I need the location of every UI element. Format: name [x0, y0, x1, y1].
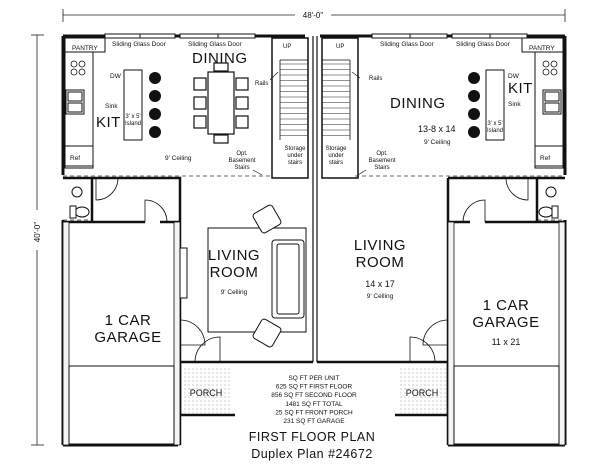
stat-line: 25 SQ FT FRONT PORCH [275, 409, 353, 416]
right-island-label: 3' x 5'Island [487, 121, 503, 134]
right-living-size: 14 x 17 [365, 279, 395, 289]
right-stove-icon [542, 60, 558, 76]
right-dining-size: 13-8 x 14 [418, 124, 456, 134]
left-pantry-label: PANTRY [72, 45, 98, 52]
stat-line: 856 SQ FT SECOND FLOOR [271, 392, 357, 399]
right-island-stools [468, 72, 480, 138]
stat-line: 1481 SQ FT TOTAL [285, 401, 343, 408]
right-garage-size: 11 x 21 [492, 337, 521, 347]
left-island-stools [149, 72, 161, 138]
left-living-ceiling: 9' Ceiling [221, 289, 248, 296]
stat-line: 625 SQ FT FIRST FLOOR [276, 384, 353, 391]
left-dw-label: DW [110, 73, 122, 80]
left-sink-label: Sink [105, 103, 118, 110]
garage-wall-strips [62, 221, 566, 446]
living-furniture [179, 204, 307, 348]
stat-line: SQ FT PER UNIT [288, 375, 339, 382]
left-dining-label: DINING [192, 50, 248, 67]
left-island-label: 3' x 5'Island [125, 114, 141, 127]
bath-fixtures [69, 186, 559, 219]
party-wall [312, 36, 318, 362]
dashed-lines [63, 175, 565, 221]
left-porch-floor [182, 368, 230, 413]
garage-doors [68, 365, 560, 446]
right-porch-label: PORCH [406, 388, 439, 398]
right-ref-label: Ref [540, 155, 550, 162]
left-rails-label: Rails [255, 81, 268, 87]
right-rails-label: Rails [369, 76, 382, 82]
right-kitchen-counters [485, 37, 564, 169]
stair-treads [280, 63, 350, 136]
width-dimension: 48'-0" [303, 11, 324, 20]
right-living-ceiling: 9' Ceiling [367, 293, 394, 300]
right-sink-label: Sink [508, 101, 521, 108]
left-dining-table [193, 62, 249, 144]
left-porch-label: PORCH [190, 388, 223, 398]
left-sliding-door-2-label: Sliding Glass Door [188, 41, 243, 48]
right-sliding-door-2-label: Sliding Glass Door [456, 41, 511, 48]
left-sliding-door-1-label: Sliding Glass Door [112, 41, 167, 48]
right-dw-label: DW [508, 73, 520, 80]
right-dining-label: DINING [390, 95, 446, 112]
left-ceiling-label: 9' Ceiling [165, 155, 192, 162]
right-sliding-door-1-label: Sliding Glass Door [380, 41, 435, 48]
right-kit-label: KIT [508, 80, 533, 97]
right-porch-floor [398, 368, 446, 413]
sliding-doors [104, 33, 528, 39]
right-up-label: UP [336, 44, 344, 50]
left-ref-label: Ref [70, 155, 80, 162]
right-dining-ceiling: 9' Ceiling [424, 139, 451, 146]
depth-dimension: 40'-0" [33, 222, 42, 243]
left-kit-label: KIT [96, 114, 121, 131]
door-swings [95, 177, 529, 363]
left-up-label: UP [283, 44, 291, 50]
left-stove-icon [70, 60, 86, 76]
stat-line: 231 SQ FT GARAGE [283, 418, 345, 425]
plan-title: FIRST FLOOR PLAN [249, 430, 376, 444]
plan-subtitle: Duplex Plan #24672 [251, 447, 373, 461]
left-kitchen-counters [64, 37, 143, 169]
right-pantry-label: PANTRY [529, 45, 555, 52]
